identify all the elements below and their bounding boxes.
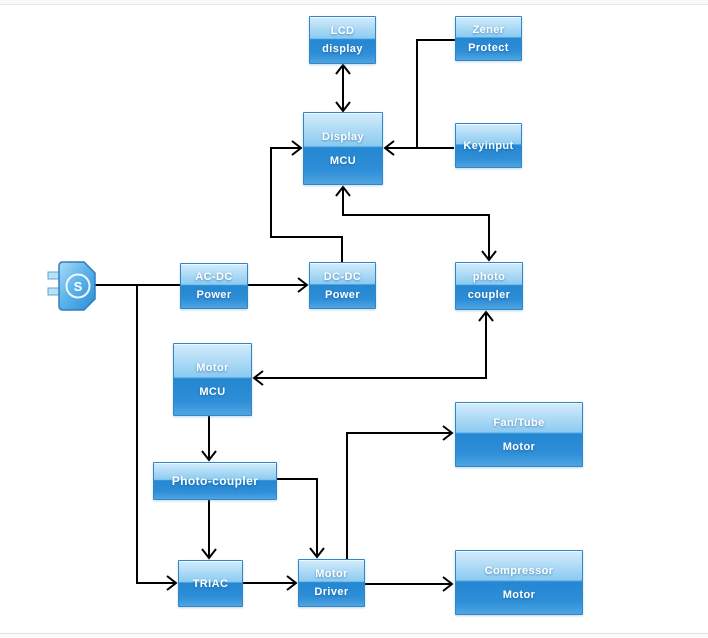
connector-photo-coupler2-motor-driver[interactable] xyxy=(277,478,325,559)
node-label: Motor xyxy=(502,440,536,453)
node-motor-driver[interactable]: Motor Driver xyxy=(298,559,365,607)
node-label: Zener xyxy=(472,23,505,36)
node-label: display xyxy=(322,43,363,55)
node-label: TRIAC xyxy=(192,577,229,590)
node-label: Power xyxy=(324,288,360,301)
connector-photo-coupler-motor-mcu[interactable] xyxy=(252,310,494,386)
connector-motor-mcu-photo-coupler2[interactable] xyxy=(201,416,460,462)
connector-dcdc-display-mcu[interactable] xyxy=(270,140,343,262)
node-label: Fan/Tube xyxy=(493,416,545,429)
node-label: Power xyxy=(196,289,232,301)
node-display-mcu[interactable]: Display MCU xyxy=(303,112,383,185)
connector-photo-coupler2-triac[interactable] xyxy=(201,500,217,560)
connector-motor-driver-fan-motor[interactable] xyxy=(346,425,454,559)
node-photo-coupler-2[interactable]: Photo-coupler xyxy=(153,462,277,500)
node-label: Photo-coupler xyxy=(171,474,259,488)
node-fan-tube-motor[interactable]: Fan/Tube Motor xyxy=(455,402,583,467)
canvas-bottom-edge xyxy=(0,633,708,638)
node-keyinput[interactable]: Keyinput xyxy=(455,123,522,168)
node-label: Compressor xyxy=(484,564,554,577)
node-label: LCD xyxy=(330,25,355,37)
node-zener-protect[interactable]: Zener Protect xyxy=(455,16,522,61)
node-triac[interactable]: TRIAC xyxy=(178,560,243,607)
node-photo-coupler[interactable]: photo coupler xyxy=(455,262,523,310)
connector-zener-protect-display-mcu[interactable] xyxy=(416,39,455,148)
node-lcd-display[interactable]: LCD display xyxy=(309,16,376,64)
node-motor-mcu[interactable]: Motor MCU xyxy=(173,343,252,416)
node-label: photo xyxy=(472,271,506,283)
node-ac-dc-power[interactable]: AC-DC Power xyxy=(180,263,248,309)
node-label: Driver xyxy=(314,586,349,598)
node-label: coupler xyxy=(467,289,511,301)
node-label: Keyinput xyxy=(463,139,514,152)
node-label: Display xyxy=(322,130,364,143)
node-label: MCU xyxy=(329,154,357,167)
canvas-top-edge xyxy=(0,0,708,5)
connector-lcd-display-mcu[interactable] xyxy=(335,63,351,113)
connector-triac-motor-driver[interactable] xyxy=(243,575,298,591)
node-label: Protect xyxy=(468,41,509,54)
node-dc-dc-power[interactable]: DC-DC Power xyxy=(309,262,376,309)
plug-label: S xyxy=(74,279,83,294)
node-label: Motor xyxy=(315,568,348,580)
node-label: MCU xyxy=(199,385,226,398)
node-label: AC-DC xyxy=(195,271,233,283)
connector-motor-driver-compressor-motor[interactable] xyxy=(365,576,454,592)
node-label: Motor xyxy=(196,361,229,374)
connector-mains-triac[interactable] xyxy=(136,285,178,591)
power-plug-icon[interactable]: S xyxy=(47,261,96,311)
node-label: Motor xyxy=(502,588,536,601)
node-label: DC-DC xyxy=(323,270,362,283)
node-compressor-motor[interactable]: Compressor Motor xyxy=(455,550,583,615)
connector-keyinput-display-mcu[interactable] xyxy=(383,140,454,156)
connector-acdc-dcdc[interactable] xyxy=(248,277,309,293)
connector-display-mcu-photo-coupler[interactable] xyxy=(335,185,497,262)
